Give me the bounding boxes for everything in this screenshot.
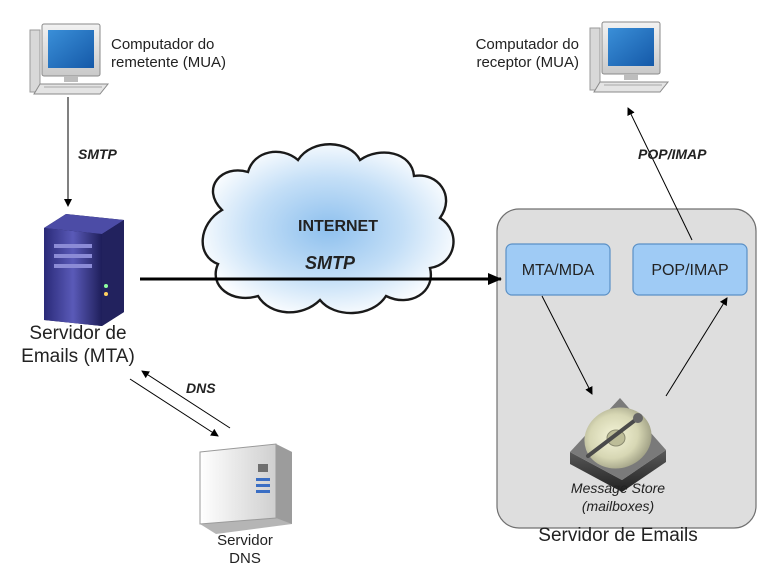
receiver-label-line2: receptor (MUA) — [476, 54, 579, 71]
cloud-icon — [201, 143, 455, 315]
receiver-computer-icon — [589, 21, 670, 93]
dns-protocol-label: DNS — [186, 380, 216, 396]
mta-mda-node[interactable]: MTA/MDA — [505, 243, 611, 296]
internet-label: INTERNET — [298, 218, 378, 235]
smtp-protocol-label: SMTP — [78, 146, 118, 162]
pop-imap-to-receiver-arrow — [627, 107, 693, 241]
sender-label-line1: Computador do — [111, 36, 214, 53]
dns-server-label-line1: Servidor — [217, 532, 273, 549]
message-store-label: Message Store — [571, 480, 665, 496]
pop-imap-node[interactable]: POP/IMAP — [632, 243, 748, 296]
receiver-label-line1: Computador do — [476, 36, 579, 53]
mta-mda-label: MTA/MDA — [522, 262, 595, 279]
hard-drive-icon — [570, 398, 666, 492]
sender-computer-icon — [29, 23, 110, 95]
mailboxes-label: (mailboxes) — [582, 498, 654, 514]
pop-imap-label: POP/IMAP — [651, 262, 728, 279]
dns-server-label-line2: DNS — [229, 550, 261, 567]
mta-server-label-line1: Servidor de — [29, 323, 126, 344]
store-to-pop-imap-arrow — [665, 297, 728, 397]
dns-request-arrow — [141, 370, 231, 429]
internet-smtp-label: SMTP — [305, 253, 356, 273]
server-icon — [199, 443, 292, 534]
mail-server-title: Servidor de Emails — [538, 525, 697, 546]
tower-server-icon — [44, 214, 124, 326]
mta-server-label-line2: Emails (MTA) — [21, 346, 135, 367]
sender-label-line2: remetente (MUA) — [111, 54, 226, 71]
dns-response-arrow — [129, 378, 219, 437]
pop-imap-protocol-label: POP/IMAP — [638, 146, 707, 162]
mta-mda-to-store-arrow — [541, 295, 593, 395]
